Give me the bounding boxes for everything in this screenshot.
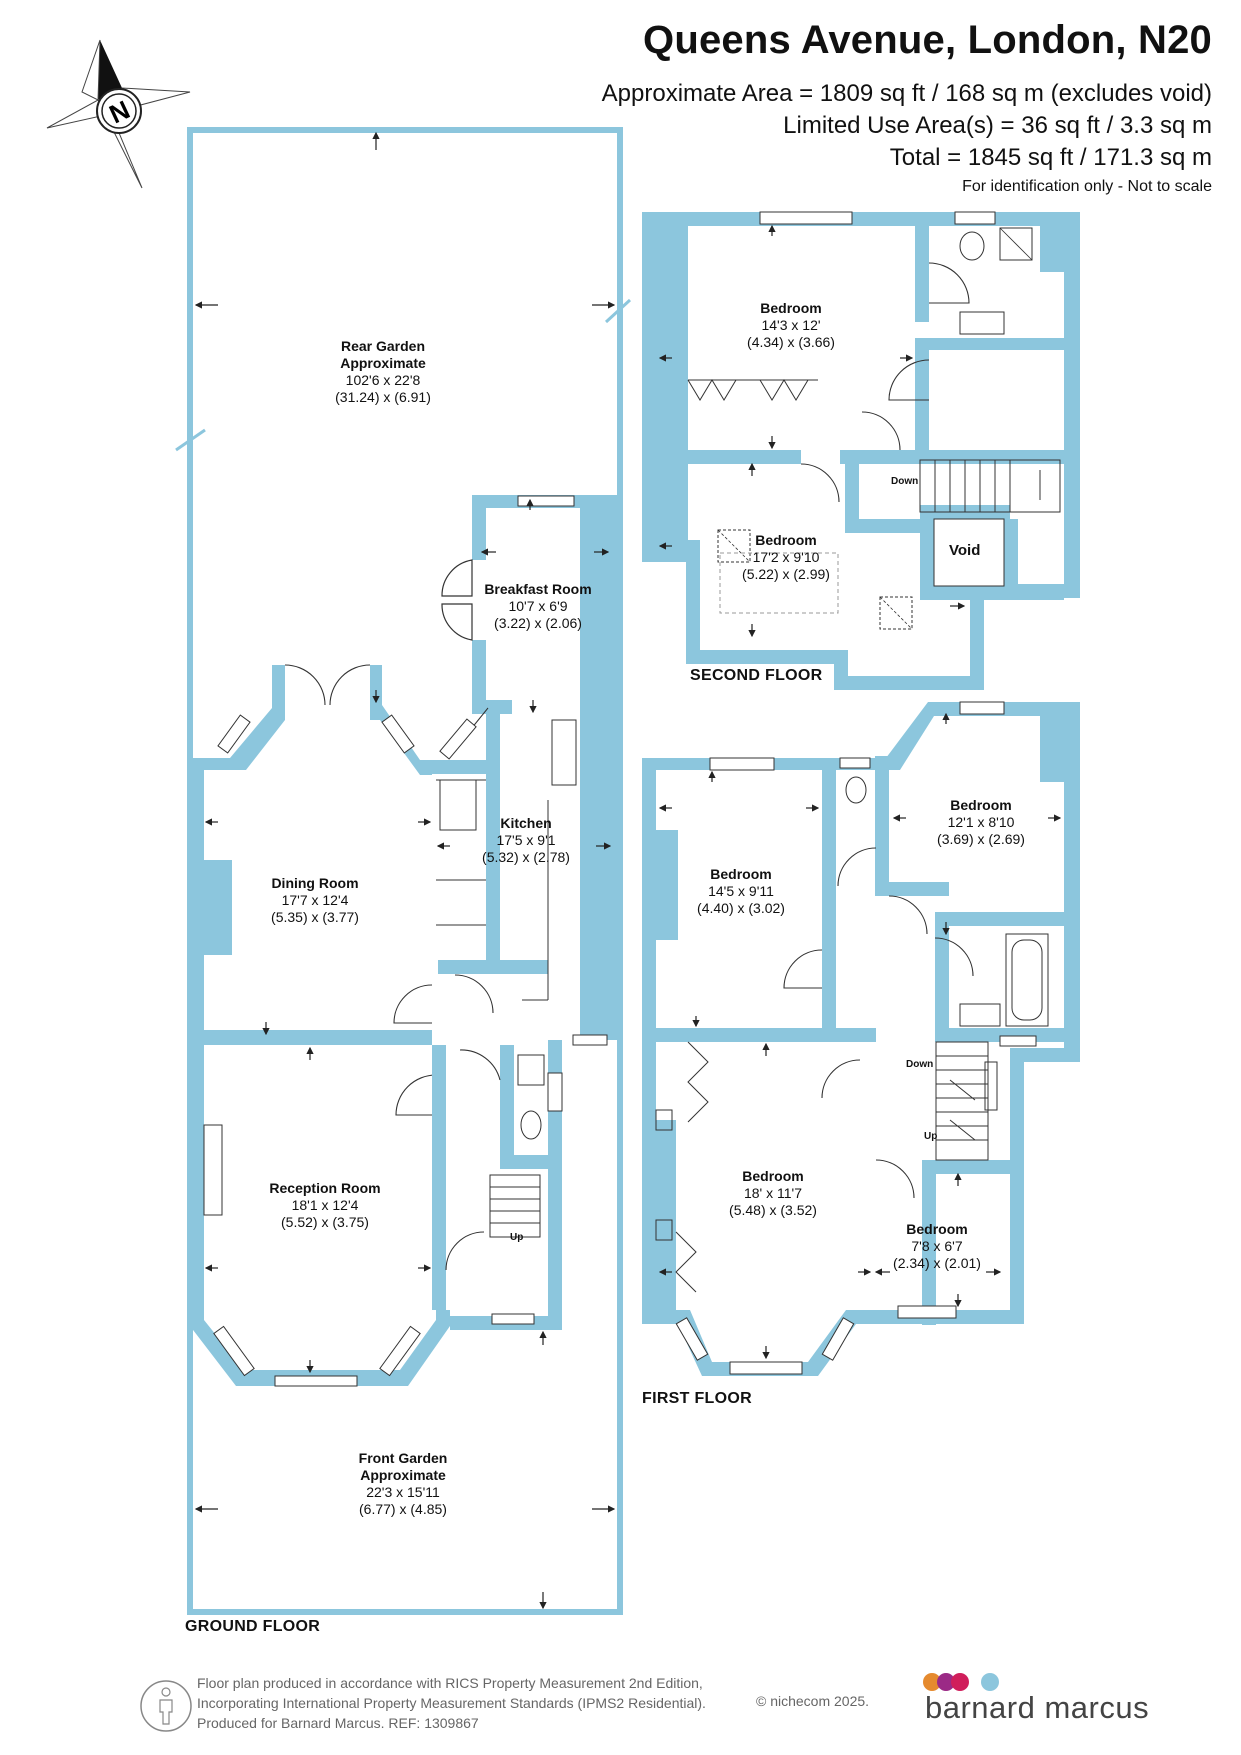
ground-floor-label: GROUND FLOOR xyxy=(185,1618,321,1635)
room-dims-imperial: 102'6 x 22'8 xyxy=(345,372,421,388)
room-dims-metric: (6.77) x (4.85) xyxy=(359,1501,447,1517)
total-area: Total = 1845 sq ft / 171.3 sq m xyxy=(889,144,1212,171)
room-dims-metric: (31.24) x (6.91) xyxy=(335,389,431,405)
reception-room-label: Reception Room 18'1 x 12'4 (5.52) x (3.7… xyxy=(269,1180,380,1231)
property-title: Queens Avenue, London, N20 xyxy=(643,18,1212,62)
room-dims-metric: (5.52) x (3.75) xyxy=(281,1214,369,1230)
second-stairs-down-label: Down xyxy=(891,476,919,487)
room-name: Rear Garden xyxy=(340,338,426,354)
nichecom-copyright: © nichecom 2025. xyxy=(756,1693,870,1709)
breakfast-room-label: Breakfast Room 10'7 x 6'9 (3.22) x (2.06… xyxy=(484,581,591,632)
first-bedroom-c-label: Bedroom 18' x 11'7 (5.48) x (3.52) xyxy=(729,1168,817,1219)
room-dims-metric: (5.22) x (2.99) xyxy=(742,566,830,582)
front-garden-label: Front Garden Approximate 22'3 x 15'11 (6… xyxy=(359,1450,448,1518)
kitchen-label: Kitchen 17'5 x 9'1 (5.32) x (2.78) xyxy=(482,815,570,866)
approximate-area: Approximate Area = 1809 sq ft / 168 sq m… xyxy=(601,80,1212,107)
room-dims-imperial: 10'7 x 6'9 xyxy=(508,598,568,614)
second-floor-plan xyxy=(642,211,1080,690)
reception-room-walls xyxy=(190,1045,450,1386)
room-name: Bedroom xyxy=(760,300,822,316)
footer-line-1: Floor plan produced in accordance with R… xyxy=(197,1675,703,1691)
room-name: Bedroom xyxy=(906,1221,968,1237)
first-floor-label: FIRST FLOOR xyxy=(642,1390,752,1407)
room-name: Kitchen xyxy=(500,815,552,831)
room-dims-metric: (5.48) x (3.52) xyxy=(729,1202,817,1218)
second-floor-label: SECOND FLOOR xyxy=(690,667,823,684)
room-note: Approximate xyxy=(340,355,426,371)
room-dims-imperial: 17'7 x 12'4 xyxy=(281,892,349,908)
footer-line-2: Incorporating International Property Mea… xyxy=(197,1695,706,1711)
dining-room-walls xyxy=(190,665,432,1045)
room-name: Breakfast Room xyxy=(484,581,592,597)
room-dims-imperial: 17'2 x 9'10 xyxy=(752,549,820,565)
room-dims-metric: (4.40) x (3.02) xyxy=(697,900,785,916)
ipms-person-icon xyxy=(140,1680,192,1732)
room-dims-metric: (4.34) x (3.66) xyxy=(747,334,835,350)
limited-use-area: Limited Use Area(s) = 36 sq ft / 3.3 sq … xyxy=(783,112,1212,139)
second-bedroom-a-label: Bedroom 14'3 x 12' (4.34) x (3.66) xyxy=(747,300,835,351)
room-name: Dining Room xyxy=(271,875,359,891)
room-dims-imperial: 17'5 x 9'1 xyxy=(496,832,556,848)
rear-garden-label: Rear Garden Approximate 102'6 x 22'8 (31… xyxy=(335,338,431,406)
barnard-marcus-brand: barnard marcus xyxy=(925,1690,1150,1725)
first-bedroom-a-label: Bedroom 14'5 x 9'11 (4.40) x (3.02) xyxy=(697,866,785,917)
rics-statement: Floor plan produced in accordance with R… xyxy=(197,1673,706,1733)
room-dims-metric: (3.22) x (2.06) xyxy=(494,615,582,631)
footer-line-3: Produced for Barnard Marcus. REF: 130986… xyxy=(197,1715,479,1731)
room-dims-imperial: 22'3 x 15'11 xyxy=(366,1484,440,1500)
room-name: Reception Room xyxy=(269,1180,381,1196)
room-dims-metric: (5.35) x (3.77) xyxy=(271,909,359,925)
second-bedroom-b-label: Bedroom 17'2 x 9'10 (5.22) x (2.99) xyxy=(742,532,830,583)
ground-stairs-up-label: Up xyxy=(510,1232,524,1243)
room-name: Bedroom xyxy=(742,1168,804,1184)
dining-room-label: Dining Room 17'7 x 12'4 (5.35) x (3.77) xyxy=(271,875,359,926)
room-dims-imperial: 18' x 11'7 xyxy=(743,1185,803,1201)
void-label: Void xyxy=(949,542,981,559)
first-floor-plan xyxy=(642,701,1080,1376)
room-note: Approximate xyxy=(360,1467,446,1483)
ground-floor-plan xyxy=(175,127,632,1615)
room-dims-imperial: 14'5 x 9'11 xyxy=(708,883,774,899)
room-name: Front Garden xyxy=(358,1450,448,1466)
room-dims-imperial: 7'8 x 6'7 xyxy=(911,1238,963,1254)
room-dims-imperial: 12'1 x 8'10 xyxy=(947,814,1015,830)
room-dims-metric: (5.32) x (2.78) xyxy=(482,849,570,865)
room-dims-imperial: 18'1 x 12'4 xyxy=(291,1197,359,1213)
north-arrow-icon: N xyxy=(46,39,191,189)
void-area xyxy=(933,518,1005,587)
breakfast-room-walls xyxy=(472,495,618,1040)
scale-disclaimer: For identification only - Not to scale xyxy=(962,178,1212,195)
first-bedroom-b-label: Bedroom 12'1 x 8'10 (3.69) x (2.69) xyxy=(937,797,1025,848)
room-dims-metric: (2.34) x (2.01) xyxy=(893,1255,981,1271)
first-stairs-down-label: Down xyxy=(906,1059,934,1070)
first-stairs-up-label: Up xyxy=(924,1131,938,1142)
first-bedroom-d-label: Bedroom 7'8 x 6'7 (2.34) x (2.01) xyxy=(893,1221,981,1272)
first-floor-outer-walls xyxy=(642,702,1080,1324)
room-name: Bedroom xyxy=(755,532,817,548)
room-dims-metric: (3.69) x (2.69) xyxy=(937,831,1025,847)
barnard-marcus-logo-dots xyxy=(923,1673,999,1691)
room-name: Bedroom xyxy=(710,866,772,882)
room-dims-imperial: 14'3 x 12' xyxy=(761,317,821,333)
room-name: Bedroom xyxy=(950,797,1012,813)
